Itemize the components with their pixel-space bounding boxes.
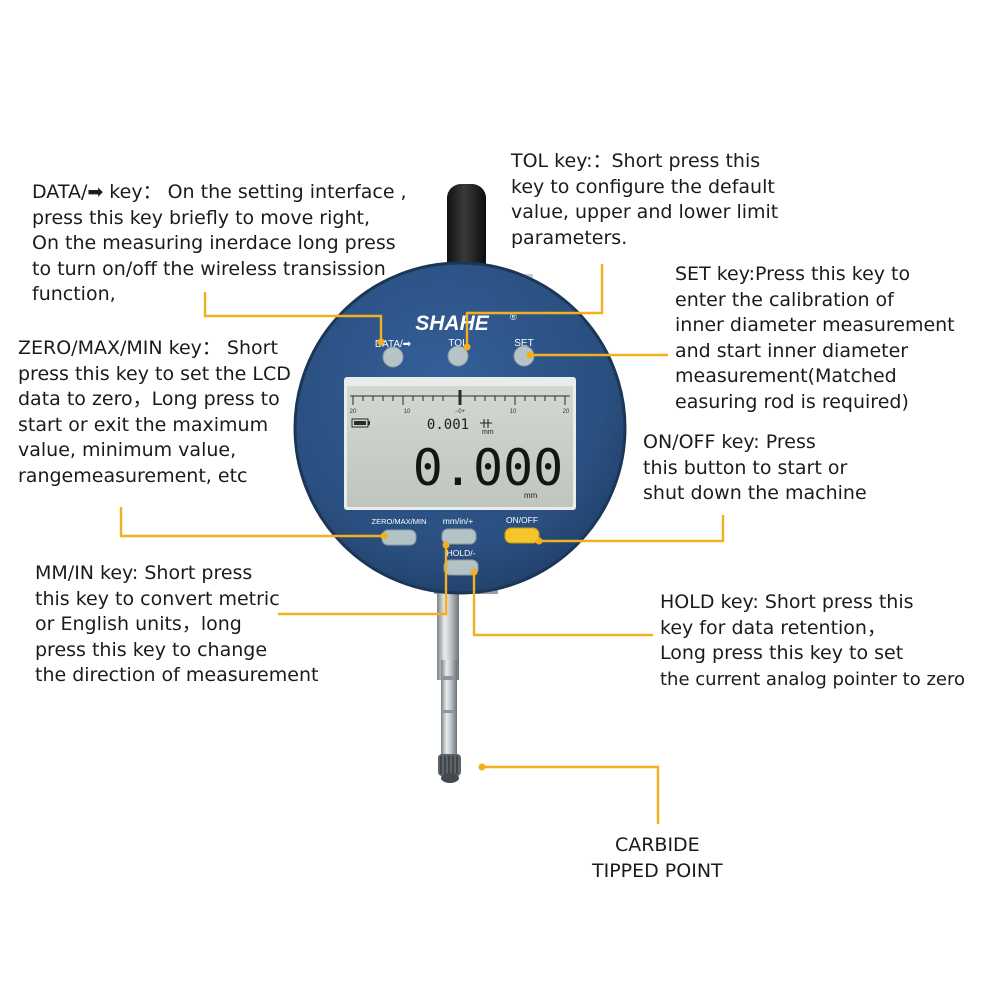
set-key-line-2: enter the calibration of	[675, 288, 894, 311]
set-key-line-6: easuring rod is required)	[675, 390, 909, 413]
lcd-scale-ticks	[352, 390, 566, 405]
tol-key-description: TOL key:：Short press this key to configu…	[511, 149, 778, 251]
hold-key-line-3: Long press this key to set	[660, 642, 904, 664]
data-key-line-2: press this key briefly to move right,	[32, 206, 370, 229]
mmin-key-description: MM/IN key: Short press this key to conve…	[35, 561, 318, 689]
onoff-key-dot	[535, 537, 543, 545]
scale-label-left-20: 20	[350, 409, 357, 415]
tol-key-line-4: parameters.	[511, 226, 628, 249]
battery-icon	[351, 418, 370, 428]
data-key-line-4: to turn on/off the wireless transission	[32, 257, 386, 280]
tol-key-leader	[465, 264, 604, 345]
zero-key-line-3: data to zero，Long press to	[18, 388, 280, 410]
mmin-button-label: mm/in/+	[443, 516, 474, 526]
carbide-leader	[484, 765, 660, 824]
svg-text:®: ®	[510, 312, 517, 322]
zero-key-dot	[380, 532, 388, 540]
brand-logo: SHAHE	[415, 312, 490, 335]
tolerance-icon	[480, 419, 492, 428]
tol-key-line-2: key to configure the default	[511, 175, 775, 198]
zero-key-leader	[119, 507, 383, 538]
zero-button-label: ZERO/MAX/MIN	[371, 517, 426, 526]
data-key-leader	[203, 292, 383, 340]
tol-key-dot	[463, 343, 471, 351]
scale-label-right-10: 10	[510, 409, 517, 415]
main-reading-unit: mm	[524, 491, 538, 500]
onoff-key-leader	[540, 515, 725, 543]
tol-key-line-1: TOL key:：Short press this	[511, 150, 761, 172]
zero-key-line-6: rangemeasurement, etc	[18, 464, 248, 487]
hold-key-line-4: the current analog pointer to zero	[660, 668, 965, 690]
resolution-value: 0.001	[427, 417, 469, 433]
hold-key-leader	[472, 573, 653, 637]
onoff-key-line-3: shut down the machine	[643, 482, 867, 504]
data-button-label: DATA/➡	[375, 339, 412, 350]
mm-in-button[interactable]	[441, 528, 477, 545]
set-key-description: SET key:Press this key to enter the cali…	[675, 262, 955, 415]
mmin-key-dot	[442, 541, 450, 549]
mmin-key-line-3: or English units，long	[35, 613, 242, 635]
onoff-key-line-1: ON/OFF key: Press	[643, 431, 816, 453]
scale-label-center: −0+	[455, 409, 466, 415]
set-key-dot	[526, 351, 534, 359]
data-button[interactable]	[382, 346, 404, 368]
carbide-tipped-point	[438, 754, 461, 783]
on-off-button[interactable]	[504, 527, 540, 544]
carbide-dot	[478, 763, 486, 771]
set-button-label: SET	[514, 338, 533, 349]
hold-key-description: HOLD key: Short press this key for data …	[660, 590, 965, 692]
tol-button[interactable]	[447, 345, 469, 367]
lcd-display: 20 10 −0+ 10 20 0.001 mm 0.000 mm	[344, 377, 576, 510]
hold-button-label: HOLD/-	[447, 548, 476, 558]
hold-key-dot	[470, 568, 478, 576]
mmin-key-line-2: this key to convert metric	[35, 587, 280, 610]
data-key-line-1: DATA/➡ key： On the setting interface ,	[32, 181, 407, 203]
data-key-dot	[377, 338, 385, 346]
set-key-line-3: inner diameter measurement	[675, 314, 955, 336]
tol-key-line-3: value, upper and lower limit	[511, 201, 779, 223]
mmin-key-line-4: press this key to change	[35, 638, 268, 661]
set-key-line-5: measurement(Matched	[675, 365, 897, 387]
carbide-line-1: CARBIDE	[614, 834, 700, 856]
scale-label-right-20: 20	[563, 409, 570, 415]
main-reading: 0.000	[413, 439, 564, 497]
mmin-key-line-1: MM/IN key: Short press	[35, 562, 253, 584]
tol-button-label: TOL	[448, 338, 468, 349]
zero-key-description: ZERO/MAX/MIN key： Short press this key t…	[18, 336, 291, 489]
hold-key-line-1: HOLD key: Short press this	[660, 591, 914, 613]
zero-key-line-5: value, minimum value,	[18, 439, 237, 461]
data-key-line-3: On the measuring inerdace long press	[32, 232, 396, 254]
data-key-line-5: function,	[32, 283, 116, 305]
mmin-key-line-5: the direction of measurement	[35, 664, 319, 686]
onoff-button-label: ON/OFF	[506, 515, 538, 525]
hold-key-line-2: key for data retention，	[660, 616, 886, 639]
zero-key-line-2: press this key to set the LCD	[18, 362, 291, 385]
resolution-unit: mm	[482, 429, 494, 436]
carbide-line-2: TIPPED POINT	[592, 860, 723, 882]
zero-key-line-4: start or exit the maximum	[18, 413, 269, 436]
hold-button[interactable]	[443, 559, 479, 576]
zero-key-line-1: ZERO/MAX/MIN key： Short	[18, 337, 278, 359]
set-key-line-1: SET key:Press this key to	[675, 263, 911, 285]
carbide-tip-label: CARBIDE TIPPED POINT	[592, 832, 723, 884]
mmin-key-leader	[278, 545, 448, 616]
scale-label-left-10: 10	[404, 409, 411, 415]
onoff-key-line-2: this button to start or	[643, 456, 848, 479]
onoff-key-description: ON/OFF key: Press this button to start o…	[643, 430, 867, 507]
set-key-line-4: and start inner diameter	[675, 339, 909, 362]
data-key-description: DATA/➡ key： On the setting interface , p…	[32, 180, 407, 308]
